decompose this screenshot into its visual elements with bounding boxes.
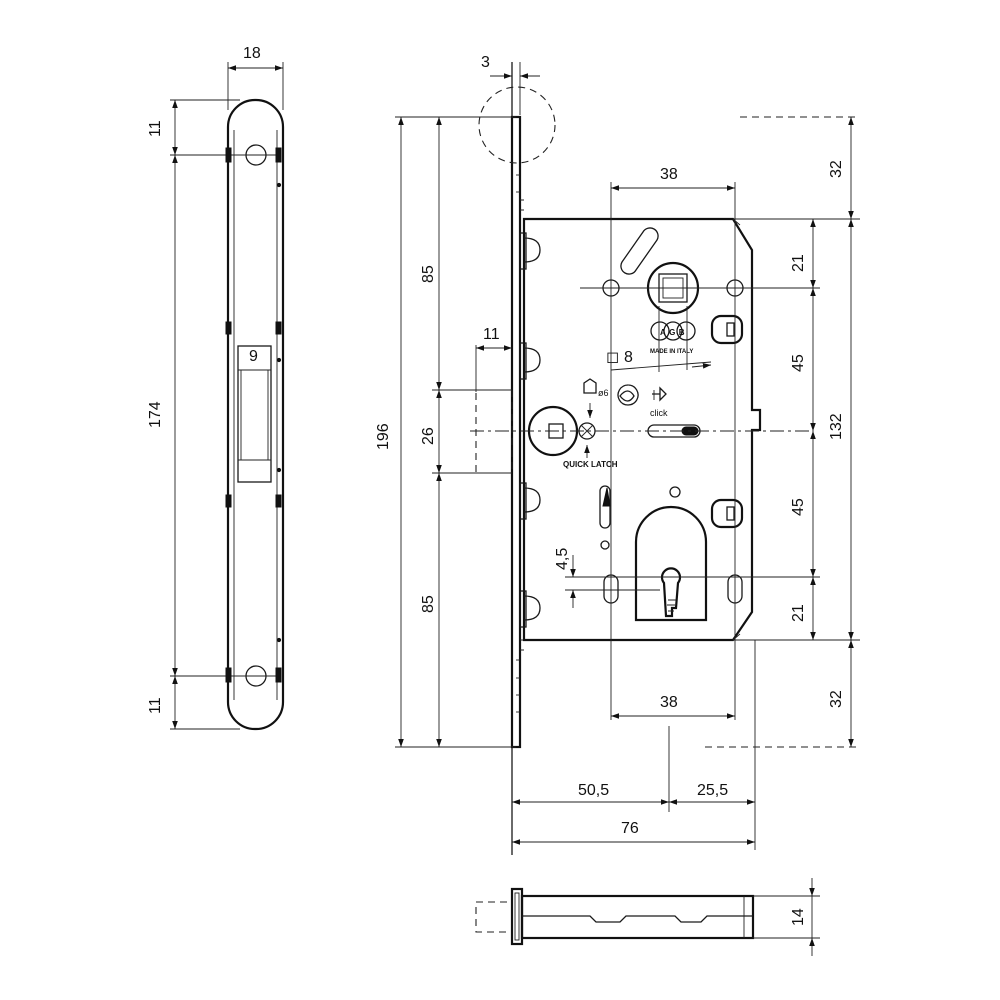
dim-right-132: 132 (828, 413, 845, 440)
click-label: click (650, 408, 668, 418)
dim-faceplate-174: 174 (147, 401, 164, 428)
dim-backset: 50,5 (578, 782, 609, 799)
top-view-faceplate (510, 887, 524, 946)
dim-right-45-top: 45 (790, 354, 807, 372)
faceplate-inner-edge (233, 130, 278, 700)
dim-faceplate-top-11: 11 (147, 120, 164, 137)
agb-logo: AGB MADE IN ITALY (650, 321, 696, 355)
cylinder-rosette (634, 505, 708, 622)
dim-right-32-bottom: 32 (828, 690, 845, 708)
body-faceplate-strip (510, 115, 522, 749)
made-in-italy-label: MADE IN ITALY (650, 349, 693, 355)
dim-faceplate-width: 18 (243, 45, 261, 62)
dim-right-21-top: 21 (790, 254, 807, 272)
dim-upper-85: 85 (420, 265, 437, 283)
dim-body-thickness: 14 (790, 908, 807, 926)
dim-lower-85: 85 (420, 595, 437, 613)
dim-faceplate-bottom-11: 11 (147, 697, 164, 714)
top-view-case (520, 894, 755, 940)
faceplate-outline (226, 98, 285, 731)
dim-top-hole-spacing: 38 (660, 166, 678, 183)
dim-spindle-square: 8 (624, 349, 633, 366)
lock-top-view: 14 (475, 878, 820, 956)
upper-cam (710, 314, 744, 345)
dim-bottom-hole-spacing: 38 (660, 694, 678, 711)
lock-body-side-view: AGB MADE IN ITALY ◻ 8 ø6 click QUICK (470, 62, 820, 855)
dim-total-height: 196 (375, 423, 392, 450)
latch-bolt-projection (475, 389, 513, 474)
lock-case-outline (522, 217, 762, 642)
faceplate-dimensions: 18 11 174 11 9 (147, 45, 284, 730)
dim-latch-26: 26 (420, 427, 437, 445)
detail-circle-top (478, 86, 556, 164)
dim-latch-projection: 11 (483, 326, 500, 343)
top-view-latch-dashed (475, 901, 513, 933)
top-slot (620, 227, 659, 275)
small-hole-mid (669, 486, 681, 498)
latch-pin-symbols: ø6 click (583, 378, 668, 418)
keyhole (660, 567, 682, 618)
brand-letters: AGB (660, 328, 688, 337)
quick-latch-label: QUICK LATCH (563, 460, 618, 469)
dim-faceplate-latch-9: 9 (249, 348, 258, 365)
dim-right-32-top: 32 (828, 160, 845, 178)
dim-rear-distance: 25,5 (697, 782, 728, 799)
small-hole-low (600, 540, 610, 550)
lower-cam (710, 498, 744, 529)
dim-overall-depth: 76 (621, 820, 639, 837)
top-view-channel (522, 915, 753, 923)
faceplate-clip-marks (225, 147, 282, 683)
latch-pin-diameter: ø6 (598, 388, 609, 398)
dim-spindle-square-symbol: ◻ (606, 349, 619, 366)
dim-key-offset: 4,5 (554, 548, 571, 570)
body-dimensions: 3 196 85 26 85 11 38 38 4,5 (375, 54, 860, 850)
lower-vertical-slot (599, 485, 611, 529)
dim-right-45-bottom: 45 (790, 498, 807, 516)
faceplate-front-view (170, 98, 285, 731)
dim-plate-thickness: 3 (481, 54, 490, 71)
dim-right-21-bottom: 21 (790, 604, 807, 622)
faceplate-latch-opening (237, 345, 272, 483)
case-lugs (519, 232, 541, 628)
